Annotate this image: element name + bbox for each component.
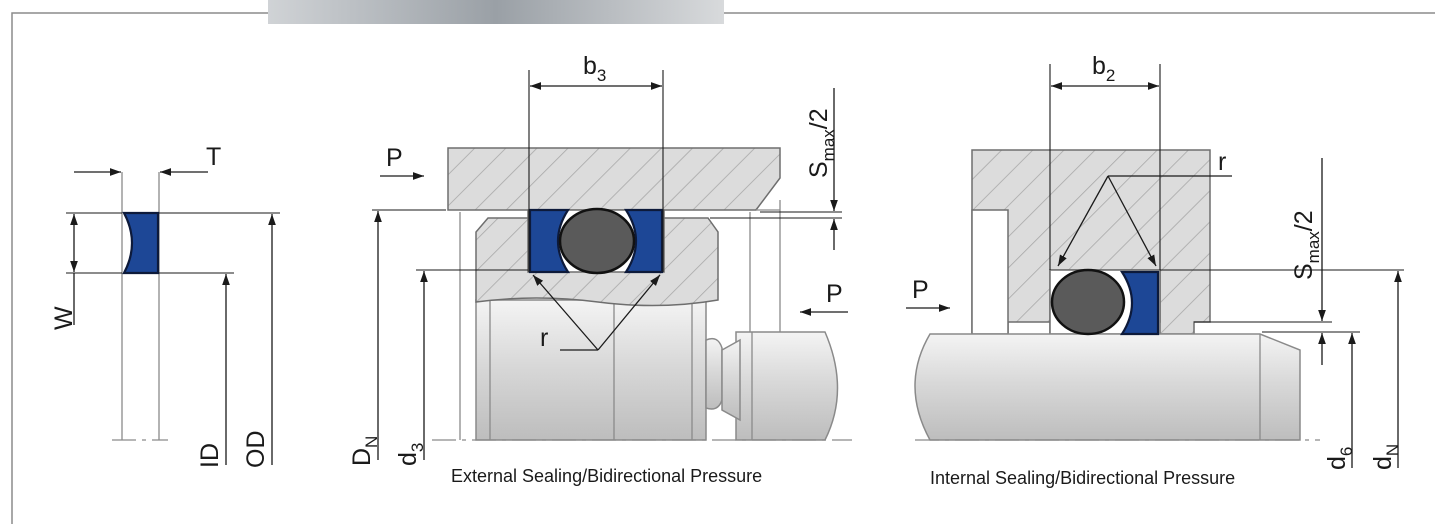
seal-internal-icon <box>1119 270 1160 336</box>
caption-internal: Internal Sealing/Bidirectional Pressure <box>930 468 1235 488</box>
top-photo-strip <box>268 0 724 24</box>
label-P-internal: P <box>912 276 929 304</box>
external-sealing-diagram: b3 P P DN d3 r Smax/2 External Sealing/B… <box>348 52 852 486</box>
label-DN: DN <box>348 436 381 466</box>
seal-profile-icon <box>122 211 160 275</box>
label-Smax-ext: Smax/2 <box>805 108 838 178</box>
ring-cross-section: T W ID OD <box>50 143 280 468</box>
label-d6: d6 <box>1323 447 1356 470</box>
o-ring-icon <box>558 207 636 275</box>
label-r-int: r <box>1218 148 1226 176</box>
label-ID: ID <box>196 443 224 468</box>
label-dN-int: dN <box>1369 444 1402 470</box>
seal-right-icon <box>623 208 664 274</box>
o-ring-internal-icon <box>1050 268 1126 336</box>
label-b2: b2 <box>1092 52 1115 85</box>
internal-sealing-diagram: b2 P r Smax/2 d6 dN Internal Sealing/Bid… <box>906 52 1404 488</box>
label-b3: b3 <box>583 52 606 85</box>
label-P-left: P <box>386 144 403 172</box>
label-W: W <box>50 306 78 330</box>
panel-frame <box>11 12 1435 524</box>
piston-body <box>475 299 707 441</box>
label-Smax-int: Smax/2 <box>1290 210 1323 280</box>
label-P-right: P <box>826 280 843 308</box>
label-d3: d3 <box>394 443 427 466</box>
rod-internal <box>914 333 1301 441</box>
caption-external: External Sealing/Bidirectional Pressure <box>451 466 762 486</box>
piston-rod <box>735 331 839 441</box>
label-OD: OD <box>242 431 270 469</box>
seal-left-icon <box>528 208 571 274</box>
label-T: T <box>206 143 221 171</box>
label-r-ext: r <box>540 324 548 352</box>
housing <box>447 147 781 211</box>
